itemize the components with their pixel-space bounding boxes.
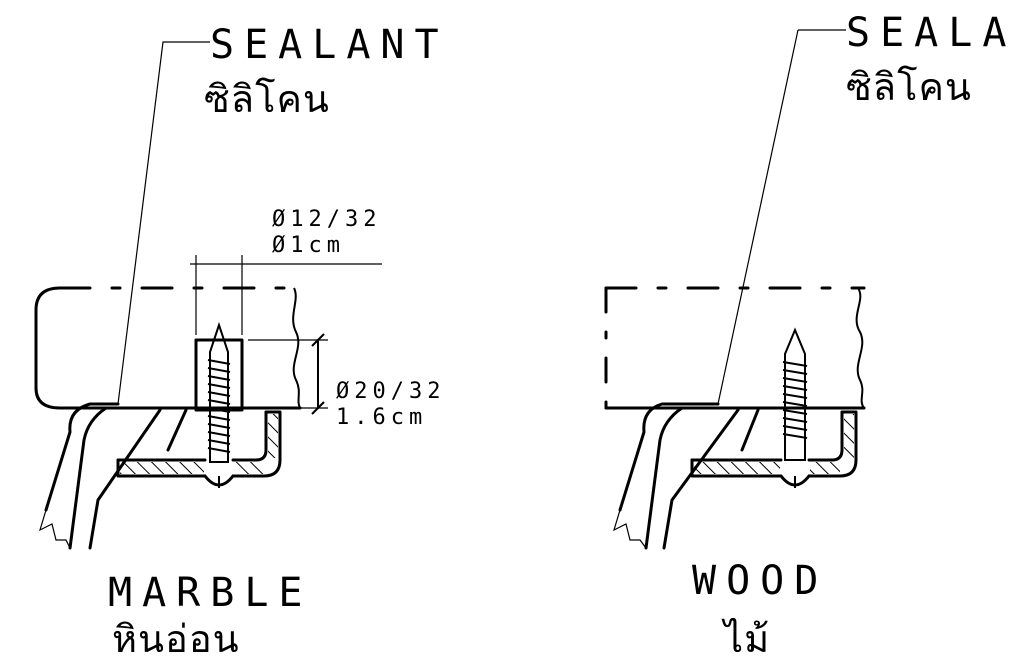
marble-basin-rim bbox=[39, 402, 282, 550]
sealant-leader-right bbox=[717, 29, 799, 405]
material-thai-marble: หินอ่อน bbox=[112, 617, 240, 656]
sealant-leader-left bbox=[117, 41, 210, 405]
material-label-marble: MARBLE bbox=[108, 570, 313, 616]
wood-screw bbox=[779, 327, 811, 488]
material-label-wood: WOOD bbox=[692, 558, 828, 604]
marble-detail: SEALANT ซิลิโคน Ø12/32 Ø1cm Ø20/32 1.6cm… bbox=[34, 22, 449, 656]
wood-basin-rim bbox=[613, 402, 858, 550]
hole-dimension-metric: Ø1cm bbox=[272, 233, 345, 258]
sealant-thai-left: ซิลิโคน bbox=[204, 77, 330, 121]
depth-dimension-metric: 1.6cm bbox=[336, 405, 427, 430]
marble-screw bbox=[203, 321, 235, 488]
sealant-label-right: SEALANT bbox=[846, 10, 1014, 56]
sealant-thai-right: ซิลิโคน bbox=[846, 65, 972, 109]
material-thai-wood: ไม้ bbox=[721, 617, 770, 656]
wood-slab bbox=[604, 286, 866, 410]
sealant-label-left: SEALANT bbox=[210, 22, 449, 68]
depth-dimension-imperial: Ø20/32 bbox=[336, 379, 445, 404]
hole-dimension-imperial: Ø12/32 bbox=[272, 207, 381, 232]
marble-slab bbox=[34, 286, 302, 410]
wood-detail: SEALANT ซิลิโคน WOOD ไม้ bbox=[604, 10, 1014, 656]
